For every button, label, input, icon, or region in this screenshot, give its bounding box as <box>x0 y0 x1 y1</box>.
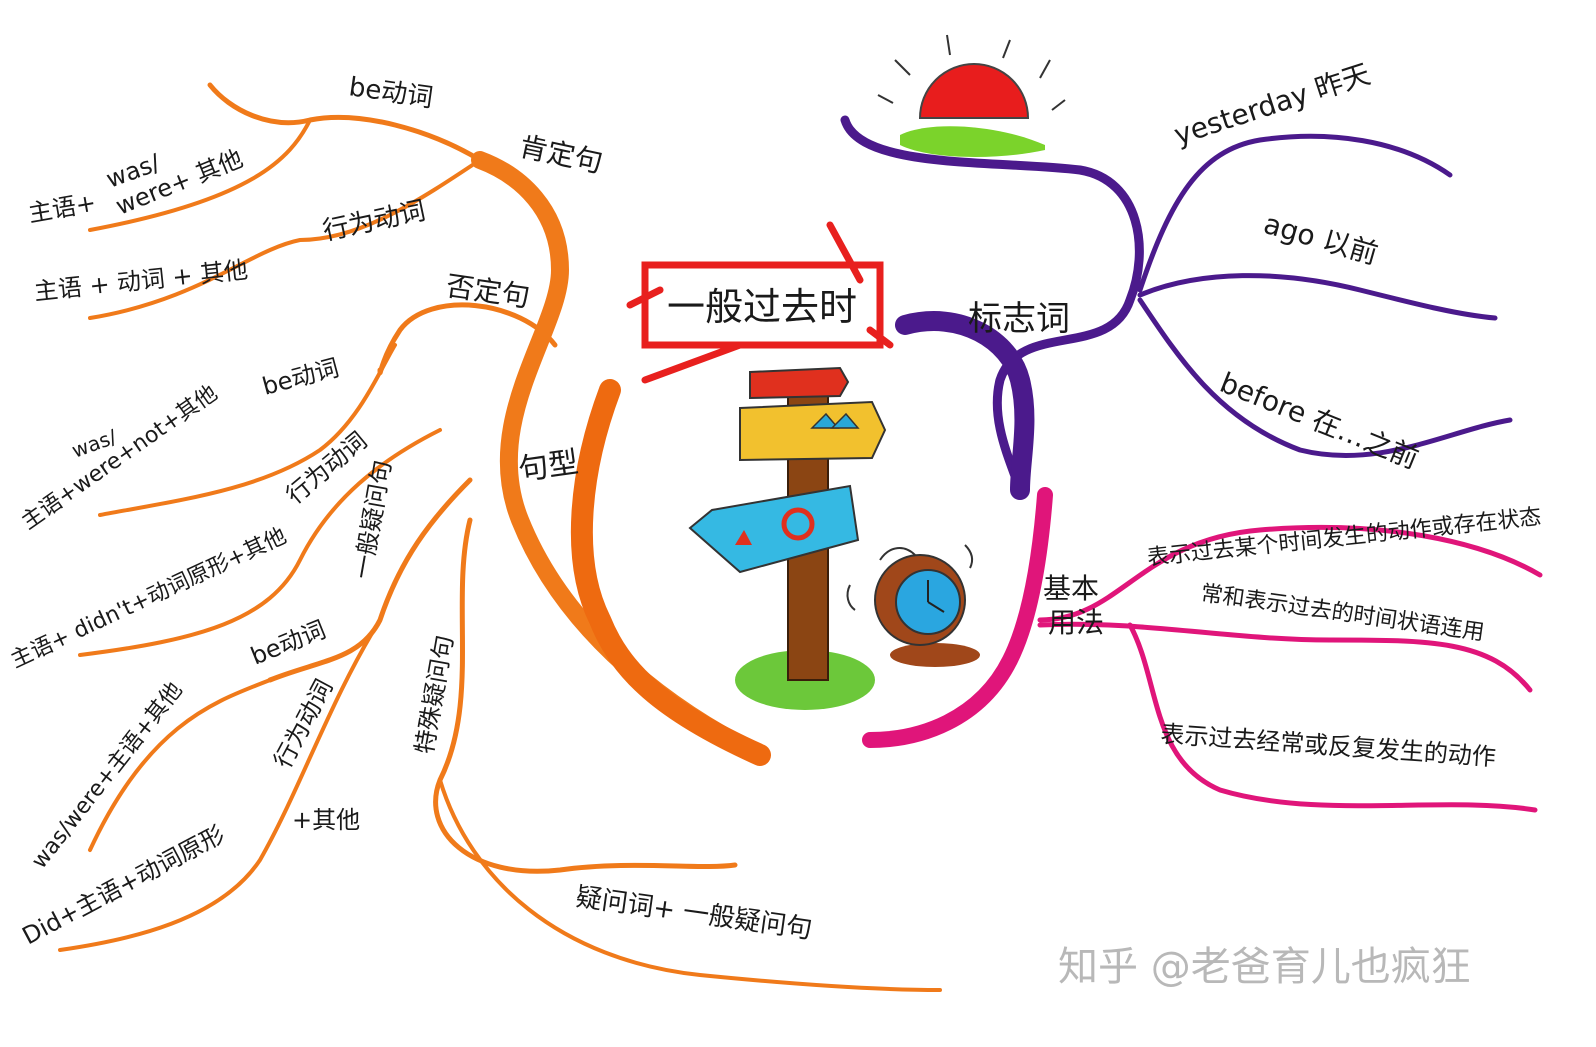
lifebuoy-icon <box>781 507 815 541</box>
clock-base <box>890 643 980 667</box>
signpost-illustration <box>688 366 887 710</box>
label-sentence-types: 句型 <box>516 445 580 488</box>
label-aff-be-formula-l2: 主语+ <box>26 189 98 228</box>
label-ago: ago 以前 <box>1260 207 1382 271</box>
purple-root-branch <box>840 115 1144 495</box>
branch-gq-be <box>88 678 272 852</box>
sign-blue-arrow <box>688 484 860 574</box>
label-gq-verb-tail: +其他 <box>292 806 360 834</box>
label-aff-verb-formula: 主语 + 动词 + 其他 <box>33 256 249 306</box>
orange-branches <box>58 82 942 992</box>
label-aff-verb: 行为动词 <box>320 196 428 247</box>
branch-negative-verb <box>78 428 442 657</box>
sign-red-arrow <box>749 366 850 400</box>
branch-affirmative-verb <box>88 158 482 320</box>
orange-root-branch-inner <box>570 379 771 766</box>
branch-usage-1 <box>1037 524 1543 623</box>
label-special-question: 特殊疑问句 <box>410 633 458 756</box>
branch-ago <box>1137 273 1498 321</box>
branch-before <box>1137 297 1513 459</box>
label-signal-words: 标志词 <box>968 299 1070 339</box>
purple-branches <box>840 115 1513 500</box>
purple-root-thick <box>895 311 1035 500</box>
label-general-question: 一般疑问句 <box>348 458 396 581</box>
center-title-sign: 一般过去时 <box>626 221 894 384</box>
label-basic-usage-l1: 基本 <box>1043 572 1099 605</box>
branch-affirmative-be <box>88 118 312 232</box>
sun-illustration <box>877 34 1066 157</box>
sun-icon <box>918 63 1030 119</box>
label-basic-usage-l2: 用法 <box>1048 606 1104 639</box>
label-usage-3: 表示过去经常或反复发生的动作 <box>1160 720 1497 771</box>
label-usage-1: 表示过去某个时间发生的动作或存在状态 <box>1146 505 1542 571</box>
label-neg-verb-formula: 主语+ didn't+动词原形+其他 <box>7 524 290 674</box>
branch-yesterday <box>1137 133 1453 293</box>
branch-usage-2 <box>1037 621 1533 693</box>
branch-special-question-tail <box>438 778 942 992</box>
label-affirmative: 肯定句 <box>517 130 606 180</box>
label-special-question-formula: 疑问词+ 一般疑问句 <box>574 882 814 945</box>
alarm-clock-illustration <box>846 544 980 667</box>
sign-yellow-arrow <box>739 400 887 462</box>
magenta-root-branch <box>862 487 1053 748</box>
center-title: 一般过去时 <box>667 285 857 329</box>
label-gq-verb: 行为动词 <box>269 675 339 773</box>
label-gq-be-formula: was/were+主语+其他 <box>27 678 188 874</box>
title-frame <box>641 261 884 349</box>
grass-patch <box>900 126 1045 157</box>
label-neg-be: be动词 <box>259 354 342 401</box>
label-aff-be: be动词 <box>347 72 435 113</box>
branch-usage-3 <box>1127 622 1538 813</box>
branch-gq-verb <box>58 618 382 952</box>
label-neg-verb: 行为动词 <box>281 426 373 509</box>
branch-affirmative <box>207 82 483 163</box>
watermark: 知乎 @老爸育儿也疯狂 <box>1058 944 1471 990</box>
branch-special-question <box>433 517 738 874</box>
branch-negative-be <box>98 343 397 517</box>
magenta-branches <box>862 487 1543 813</box>
